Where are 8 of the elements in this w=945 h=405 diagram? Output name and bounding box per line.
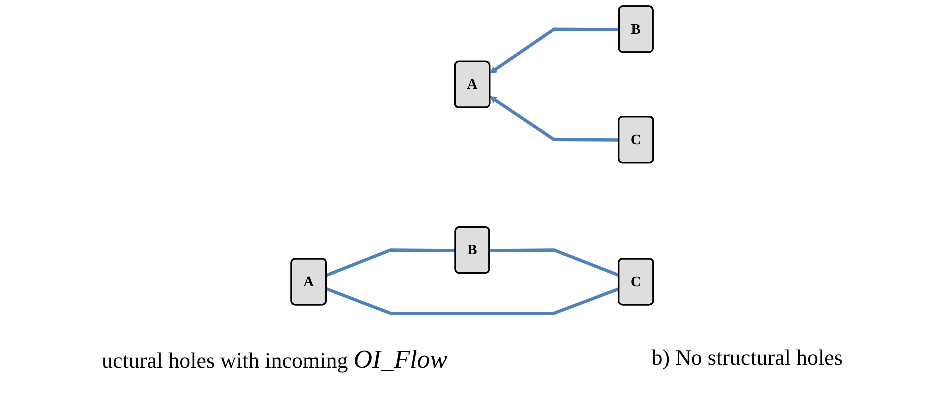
graph-drawing: A B C A B C bbox=[0, 0, 945, 320]
arrow bbox=[490, 96, 620, 142]
arrow bbox=[490, 28, 620, 74]
connector bbox=[326, 288, 620, 316]
figure-caption: uctural holes with incoming OI_Flow bbox=[102, 345, 448, 375]
figure-caption: b) No structural holes bbox=[652, 345, 843, 372]
connector bbox=[326, 248, 456, 278]
connector bbox=[490, 248, 620, 278]
